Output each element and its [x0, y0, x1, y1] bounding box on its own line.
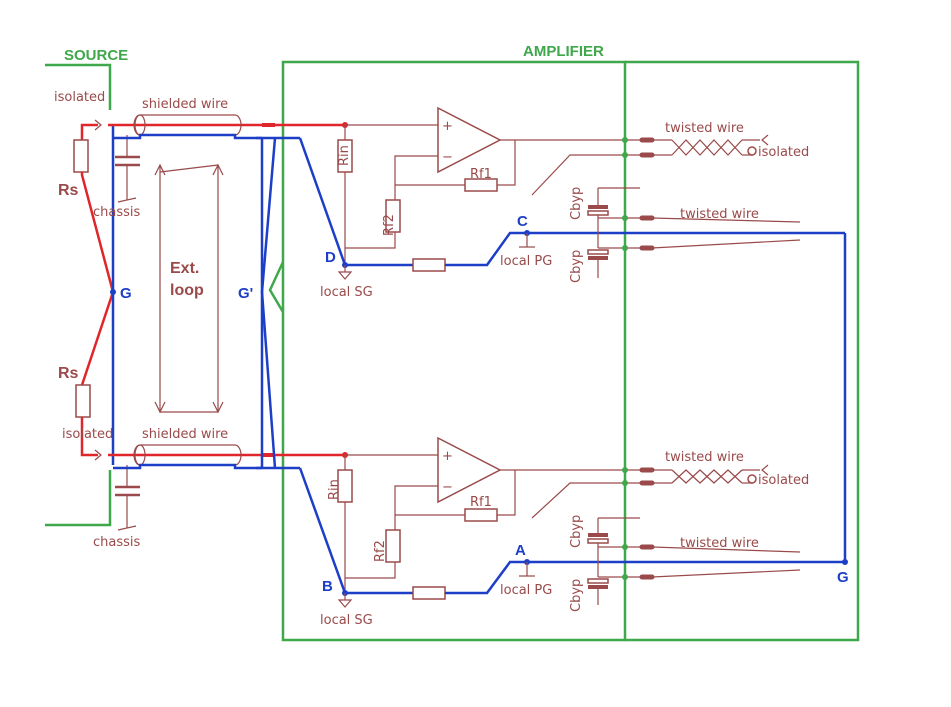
rs-top-resistor — [73, 139, 89, 173]
node-c-label: C — [517, 213, 528, 230]
cbyp-3-label: Cbyp — [569, 515, 584, 548]
node-a-label: A — [515, 542, 526, 559]
rs-bottom-label: Rs — [58, 365, 79, 382]
rf2-bottom-resistor — [385, 529, 401, 563]
amp-channel-bottom — [275, 233, 848, 608]
g-right-label: G — [837, 569, 849, 586]
source-rs-network — [73, 119, 116, 465]
twisted-3-label: twisted wire — [665, 450, 744, 465]
cbyp-4-label: Cbyp — [569, 579, 584, 612]
rf1-top-label: Rf1 — [470, 167, 492, 182]
minus-bottom: − — [442, 480, 453, 495]
amplifier-title: AMPLIFIER — [523, 43, 604, 60]
rf2-top-resistor — [385, 199, 401, 233]
chassis-cap-bottom — [115, 465, 140, 531]
twisted-2-label: twisted wire — [680, 207, 759, 222]
amp-channel-top — [275, 106, 845, 280]
chassis-bottom-label: chassis — [93, 535, 141, 550]
rf1-bottom-label: Rf1 — [470, 495, 492, 510]
cbyp-2-label: Cbyp — [569, 250, 584, 283]
shielded-top-label: shielded wire — [142, 97, 228, 112]
ext-loop-label-1: Ext. — [170, 260, 199, 277]
local-sg-bottom-label: local SG — [320, 613, 373, 628]
minus-top: − — [442, 150, 453, 165]
plus-top: + — [442, 119, 453, 134]
rin-top-label: Rin — [337, 145, 352, 166]
opamp-bottom — [437, 436, 502, 504]
isolated-bottom-label: isolated — [62, 427, 113, 442]
rs-top-label: Rs — [58, 182, 79, 199]
local-pg-top-label: local PG — [500, 254, 552, 269]
plus-bottom: + — [442, 449, 453, 464]
g-prime-label: G' — [238, 285, 253, 302]
twisted-1-label: twisted wire — [665, 121, 744, 136]
rf2-top-label: Rf2 — [382, 214, 397, 236]
g-prime-junction — [256, 136, 300, 470]
opamp-top — [437, 106, 502, 174]
cbyp-1-label: Cbyp — [569, 187, 584, 220]
chassis-cap-top — [115, 135, 140, 203]
g-node-left — [110, 289, 116, 295]
rf2-bottom-label: Rf2 — [373, 540, 388, 562]
shielded-bottom-label: shielded wire — [142, 427, 228, 442]
local-pg-bottom-label: local PG — [500, 583, 552, 598]
isolated-out-top-label: isolated — [758, 145, 809, 160]
node-b-label: B — [322, 578, 333, 595]
ext-loop — [154, 163, 224, 414]
ext-loop-label-2: loop — [170, 282, 204, 299]
chassis-top-label: chassis — [93, 205, 141, 220]
twisted-4-label: twisted wire — [680, 536, 759, 551]
source-enclosure — [45, 63, 112, 527]
rin-bottom-label: Rin — [327, 479, 342, 500]
rs-bottom-resistor — [75, 384, 91, 418]
source-title: SOURCE — [64, 47, 128, 64]
shielded-wire-top — [108, 114, 275, 140]
rf1-bottom-resistor — [464, 508, 498, 522]
amplifier-enclosure — [268, 60, 860, 642]
isolated-top-label: isolated — [54, 90, 105, 105]
local-sg-top-label: local SG — [320, 285, 373, 300]
isolated-out-bottom-label: isolated — [758, 473, 809, 488]
shielded-wire-bottom — [108, 444, 275, 470]
g-left-label: G — [120, 285, 132, 302]
node-d-label: D — [325, 249, 336, 266]
